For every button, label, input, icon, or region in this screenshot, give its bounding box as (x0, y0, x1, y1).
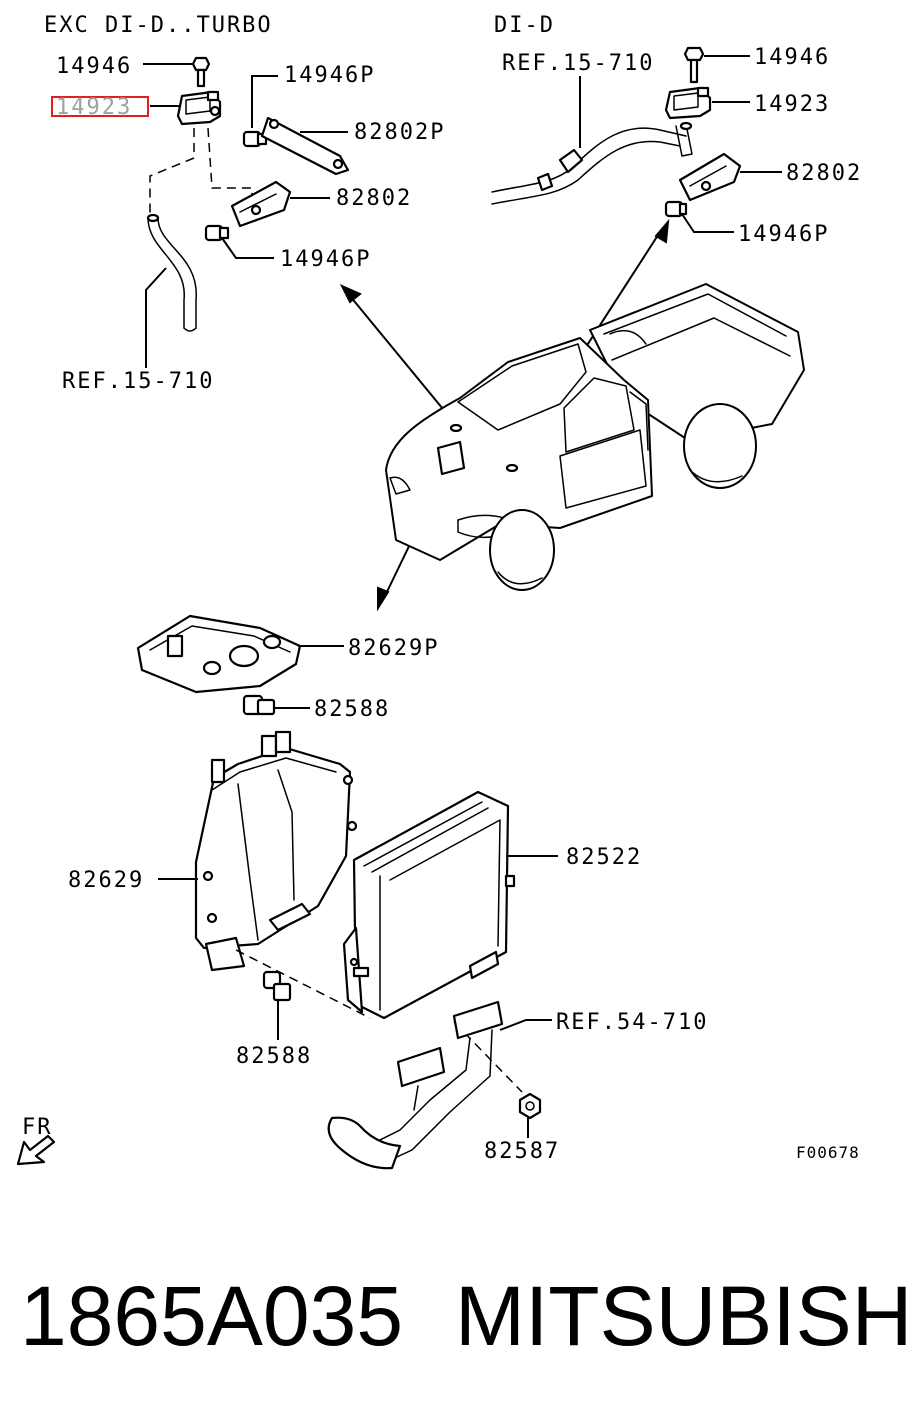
label-14946p-lower-left: 14946P (280, 247, 371, 272)
label-14946p-right: 14946P (738, 222, 829, 247)
label-82587: 82587 (484, 1139, 560, 1164)
pointer-arrow-left (339, 283, 453, 421)
bolt-14946-left[interactable] (191, 56, 211, 88)
figure-code: F00678 (796, 1143, 860, 1162)
front-direction-indicator: FR (16, 1115, 56, 1166)
label-82588-upper: 82588 (314, 697, 390, 722)
bracket-82802-left[interactable] (230, 180, 292, 228)
bolt-14946p-lower-left[interactable] (204, 224, 230, 242)
ecu-82522[interactable] (342, 790, 516, 1020)
bolt-14946p-upper-left[interactable] (242, 130, 268, 148)
front-label: FR (22, 1115, 53, 1140)
mounting-plate-82629[interactable] (194, 730, 358, 972)
label-ref-54-710: REF.54-710 (556, 1010, 708, 1035)
bracket-82802-right[interactable] (678, 152, 742, 202)
label-14923-left[interactable]: 14923 (56, 95, 132, 120)
highlight-box-14923 (51, 96, 149, 117)
bolt-82588-lower[interactable] (262, 970, 292, 1002)
label-82522: 82522 (566, 845, 642, 870)
label-82629p: 82629P (348, 636, 439, 661)
label-82629: 82629 (68, 868, 144, 893)
wiring-harness-connectors[interactable] (327, 1000, 504, 1170)
variant-title-did: DI-D (494, 13, 555, 38)
map-sensor-14923-right[interactable] (664, 86, 712, 120)
vacuum-hose-right[interactable] (491, 121, 693, 205)
brand-caption: MITSUBISHI (455, 1269, 909, 1363)
label-14946-left: 14946 (56, 54, 132, 79)
label-82802-right: 82802 (786, 161, 862, 186)
vacuum-hose-left[interactable] (146, 213, 197, 332)
label-14946p-upper-left: 14946P (284, 63, 375, 88)
label-82802p: 82802P (354, 120, 445, 145)
bolt-14946-right[interactable] (683, 46, 705, 84)
label-82802-left: 82802 (336, 186, 412, 211)
label-ref-15-710-right: REF.15-710 (502, 51, 654, 76)
part-number-caption: 1865A035 (20, 1269, 404, 1363)
label-14923-right: 14923 (754, 92, 830, 117)
label-14946-right: 14946 (754, 45, 830, 70)
label-ref-15-710-left: REF.15-710 (62, 369, 214, 394)
label-82588-lower: 82588 (236, 1044, 312, 1069)
map-sensor-14923-left[interactable] (176, 90, 222, 126)
nut-82587[interactable] (518, 1092, 542, 1120)
bracket-82629p[interactable] (136, 614, 302, 694)
bolt-82588-upper[interactable] (242, 694, 276, 716)
pickup-truck-illustration (385, 283, 805, 591)
bracket-82802p[interactable] (260, 116, 350, 176)
variant-title-exc-turbo: EXC DI-D..TURBO (44, 13, 273, 38)
